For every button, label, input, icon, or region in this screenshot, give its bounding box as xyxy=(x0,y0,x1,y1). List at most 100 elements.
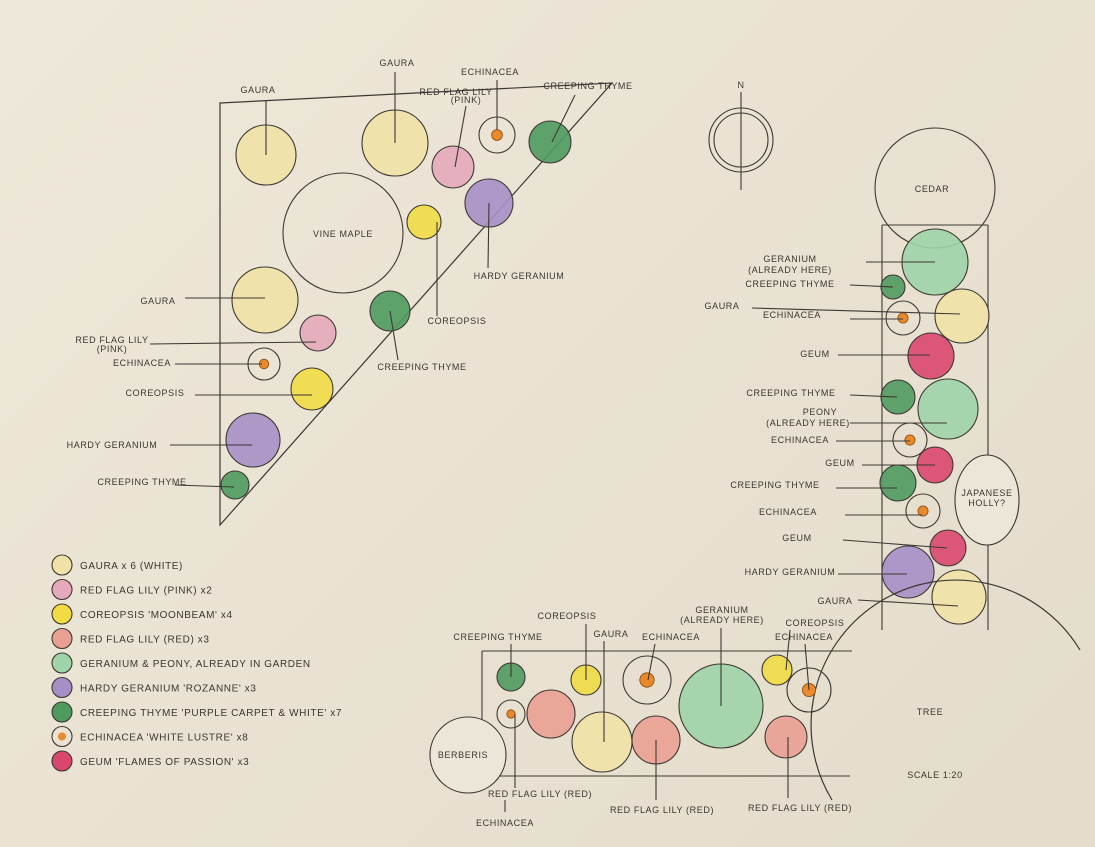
compass-north-label: N xyxy=(737,80,744,90)
bottom-bed-label: GERANIUM xyxy=(695,605,748,615)
echinacea-outline xyxy=(496,699,526,729)
bottom-bed-label: COREOPSIS xyxy=(786,618,845,628)
right-bed-label: GEUM xyxy=(800,349,829,359)
gaura-swatch xyxy=(51,554,73,576)
triangle-bed-label: ECHINACEA xyxy=(113,358,171,368)
triangle-bed-label: COREOPSIS xyxy=(126,388,185,398)
triangle-bed-label: (PINK) xyxy=(97,344,128,354)
legend-item: RED FLAG LILY (PINK) x2 xyxy=(51,578,212,601)
japanese-holly-outline xyxy=(954,454,1020,546)
right-bed-outline xyxy=(881,224,989,630)
hardy-geranium-plant xyxy=(881,545,935,599)
bottom-bed-label: CREEPING THYME xyxy=(453,632,542,642)
right-bed-label: CREEPING THYME xyxy=(746,388,835,398)
leader-line xyxy=(751,307,961,315)
legend-item: GEUM 'FLAMES OF PASSION' x3 xyxy=(51,750,249,772)
tree-label: TREE xyxy=(917,707,943,717)
creeping-thyme-plant xyxy=(528,120,572,164)
legend-label: RED FLAG LILY (PINK) x2 xyxy=(80,586,212,597)
leader-line xyxy=(849,394,898,398)
geum-plant xyxy=(907,332,955,380)
coreopsis-swatch xyxy=(51,603,73,625)
bottom-bed-label: RED FLAG LILY (RED) xyxy=(488,789,592,799)
bottom-bed-label: ECHINACEA xyxy=(775,632,833,642)
echinacea-outline xyxy=(885,300,921,336)
bottom-bed-label: GAURA xyxy=(593,629,628,639)
bottom-bed-label: RED FLAG LILY (RED) xyxy=(610,805,714,815)
bottom-bed-label: ECHINACEA xyxy=(476,818,534,828)
leader-line xyxy=(174,484,235,488)
legend-item: ECHINACEA 'WHITE LUSTRE' x8 xyxy=(51,725,248,748)
echinacea-center xyxy=(491,129,503,141)
triangle-bed-label: ECHINACEA xyxy=(461,67,519,77)
right-bed-label: GEUM xyxy=(782,533,811,543)
triangle-bed-label: COREOPSIS xyxy=(428,316,487,326)
creeping-thyme-plant xyxy=(220,470,250,500)
echinacea-center xyxy=(897,312,909,324)
bottom-bed-label: RED FLAG LILY (RED) xyxy=(748,803,852,813)
echinacea-outline xyxy=(905,493,941,529)
bottom-bed-label: BERBERIS xyxy=(438,750,488,760)
berberis-outline xyxy=(429,716,507,794)
tree-outline xyxy=(810,579,1081,801)
legend-item: COREOPSIS 'MOONBEAM' x4 xyxy=(51,603,232,625)
triangle-bed-label: GAURA xyxy=(379,58,414,68)
legend: GAURA x 6 (WHITE) RED FLAG LILY (PINK) x2… xyxy=(51,554,342,772)
echinacea-center xyxy=(639,672,655,688)
right-bed-label: HOLLY? xyxy=(968,498,1005,508)
geum-plant xyxy=(929,529,967,567)
hardy-geranium-swatch xyxy=(51,676,73,699)
leader-line xyxy=(487,202,490,269)
triangle-bed-label: RED FLAG LILY xyxy=(75,335,148,345)
echinacea-outline xyxy=(622,655,672,705)
red-flag-lily-red-plant xyxy=(764,715,808,759)
legend-item: RED FLAG LILY (RED) x3 xyxy=(51,627,210,650)
leader-line xyxy=(389,310,399,361)
creeping-thyme-plant xyxy=(880,379,916,415)
gaura-plant xyxy=(931,569,987,625)
right-bed-label: GAURA xyxy=(817,596,852,606)
legend-item: HARDY GERANIUM 'ROZANNE' x3 xyxy=(51,676,256,699)
echinacea-center xyxy=(506,709,516,719)
right-bed-label: GERANIUM xyxy=(763,254,816,264)
right-bed-label: ECHINACEA xyxy=(771,435,829,445)
echinacea-plant xyxy=(496,699,526,729)
leader-line xyxy=(857,599,959,607)
geranium-peony-plant xyxy=(917,378,979,440)
right-bed-label: GEUM xyxy=(825,458,854,468)
right-bed-label: HARDY GERANIUM xyxy=(745,567,836,577)
red-flag-lily-pink-plant xyxy=(431,145,475,189)
hardy-geranium-plant xyxy=(225,412,281,468)
triangle-bed-label: GAURA xyxy=(140,296,175,306)
right-bed-label: CREEPING THYME xyxy=(745,279,834,289)
triangle-bed-outline xyxy=(219,82,614,527)
leader-line xyxy=(804,643,810,691)
red-flag-lily-pink-swatch xyxy=(51,578,73,601)
gaura-plant xyxy=(571,711,633,773)
right-bed-label: PEONY xyxy=(803,407,838,417)
legend-label: RED FLAG LILY (RED) x3 xyxy=(80,635,210,646)
triangle-bed-label: VINE MAPLE xyxy=(313,229,373,239)
echinacea-swatch xyxy=(51,725,73,748)
right-bed-label: JAPANESE xyxy=(961,488,1012,498)
coreopsis-plant xyxy=(406,204,442,240)
right-bed-label: (ALREADY HERE) xyxy=(766,418,850,428)
legend-item: CREEPING THYME 'PURPLE CARPET & WHITE' x… xyxy=(51,701,342,723)
leader-line xyxy=(551,94,576,143)
scale-label: SCALE 1:20 xyxy=(907,770,963,780)
geum-swatch xyxy=(51,750,73,772)
triangle-bed-label: (PINK) xyxy=(451,95,482,105)
triangle-bed-label: HARDY GERANIUM xyxy=(67,440,158,450)
leader-line xyxy=(647,643,656,681)
triangle-bed-label: CREEPING THYME xyxy=(377,362,466,372)
legend-label: CREEPING THYME 'PURPLE CARPET & WHITE' x… xyxy=(80,708,342,719)
coreopsis-plant xyxy=(290,367,334,411)
triangle-bed-label: GAURA xyxy=(240,85,275,95)
echinacea-center xyxy=(917,505,929,517)
triangle-bed-label: HARDY GERANIUM xyxy=(474,271,565,281)
bottom-bed-outline xyxy=(481,650,852,777)
legend-item: GAURA x 6 (WHITE) xyxy=(51,554,182,576)
right-bed-label: GAURA xyxy=(704,301,739,311)
